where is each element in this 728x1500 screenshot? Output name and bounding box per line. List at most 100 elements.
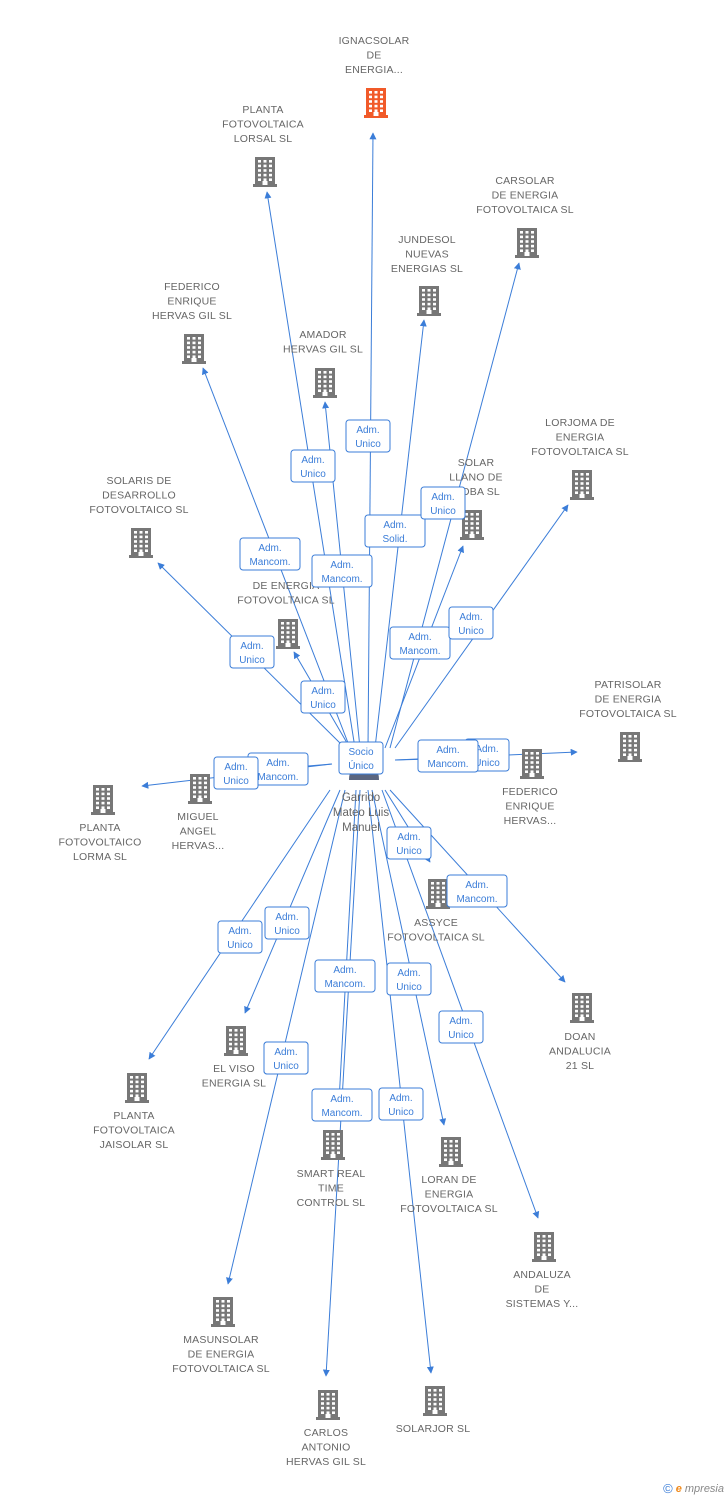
- company-node-federico2[interactable]: FEDERICO ENRIQUE HERVAS...: [502, 749, 558, 827]
- role-label[interactable]: Adm.Solid.: [364, 514, 426, 548]
- role-label[interactable]: Adm.Unico: [264, 906, 310, 940]
- company-label[interactable]: AMADOR: [299, 329, 347, 341]
- company-label[interactable]: ENRIQUE: [505, 801, 554, 813]
- company-label[interactable]: FOTOVOLTAICA SL: [387, 932, 485, 944]
- role-label[interactable]: Adm.Unico: [386, 826, 432, 860]
- company-label[interactable]: FOTOVOLTAICA SL: [579, 708, 677, 720]
- company-label[interactable]: ENERGIA: [556, 432, 605, 444]
- company-label[interactable]: FOTOVOLTAICA: [93, 1125, 175, 1137]
- company-node-jaisolar[interactable]: PLANTA FOTOVOLTAICA JAISOLAR SL: [93, 1073, 175, 1151]
- company-label[interactable]: LORAN DE: [421, 1174, 476, 1186]
- building-icon[interactable]: [182, 334, 206, 364]
- company-label[interactable]: JUNDESOL: [398, 234, 456, 246]
- company-label[interactable]: PLANTA: [79, 822, 120, 834]
- company-node-miguel[interactable]: MIGUELANGELHERVAS...: [172, 774, 225, 852]
- role-label[interactable]: Adm.Unico: [213, 756, 259, 790]
- company-label[interactable]: CARSOLAR: [495, 175, 555, 187]
- company-label[interactable]: FOTOVOLTAICA SL: [476, 204, 574, 216]
- building-icon[interactable]: [426, 879, 450, 909]
- company-label[interactable]: FOTOVOLTAICA SL: [172, 1363, 270, 1375]
- company-node-masunsolar[interactable]: MASUNSOLAR DE ENERGIA FOTOVOLTAICA SL: [172, 1297, 270, 1375]
- company-label[interactable]: IGNACSOLAR: [339, 35, 410, 47]
- building-icon[interactable]: [129, 528, 153, 558]
- company-label[interactable]: HERVAS...: [504, 815, 557, 827]
- company-label[interactable]: CARLOS: [304, 1427, 348, 1439]
- company-label[interactable]: PLANTA: [113, 1110, 154, 1122]
- building-icon[interactable]: [515, 228, 539, 258]
- company-label[interactable]: DE: [535, 1284, 550, 1296]
- company-label[interactable]: DE: [367, 50, 382, 62]
- role-label[interactable]: Adm.Unico: [290, 449, 336, 483]
- building-icon[interactable]: [618, 732, 642, 762]
- company-label[interactable]: HERVAS...: [172, 840, 225, 852]
- company-label[interactable]: HERVAS GIL SL: [283, 344, 363, 356]
- company-label[interactable]: MASUNSOLAR: [183, 1334, 259, 1346]
- company-label[interactable]: DOAN: [564, 1031, 595, 1043]
- building-icon[interactable]: [439, 1137, 463, 1167]
- role-label[interactable]: Adm.Unico: [448, 606, 494, 640]
- role-label[interactable]: Adm.Unico: [378, 1087, 424, 1121]
- company-label[interactable]: NUEVAS: [405, 249, 449, 261]
- building-icon[interactable]: [211, 1297, 235, 1327]
- role-label[interactable]: Adm.Unico: [300, 680, 346, 714]
- role-label[interactable]: Adm.Unico: [229, 635, 275, 669]
- role-label[interactable]: Adm.Mancom.: [389, 626, 451, 660]
- person-label[interactable]: Mateo Luis: [333, 807, 390, 819]
- company-label[interactable]: SISTEMAS Y...: [506, 1298, 579, 1310]
- role-label[interactable]: Adm.Mancom.: [311, 554, 373, 588]
- company-node-solarjor[interactable]: SOLARJOR SL: [396, 1386, 471, 1435]
- building-icon[interactable]: [570, 470, 594, 500]
- company-label[interactable]: DE ENERGIA: [595, 694, 662, 706]
- building-icon[interactable]: [520, 749, 544, 779]
- company-label[interactable]: ANTONIO: [301, 1442, 350, 1454]
- company-label[interactable]: SOLAR: [458, 457, 495, 469]
- company-label[interactable]: FEDERICO: [502, 786, 558, 798]
- company-label[interactable]: FOTOVOLTAICA SL: [400, 1203, 498, 1215]
- building-icon[interactable]: [417, 286, 441, 316]
- role-label[interactable]: Adm.Unico: [438, 1010, 484, 1044]
- building-icon[interactable]: [570, 993, 594, 1023]
- building-icon[interactable]: [316, 1390, 340, 1420]
- company-label[interactable]: ASSYCE: [414, 917, 458, 929]
- company-label[interactable]: SOLARIS DE: [106, 475, 171, 487]
- role-label[interactable]: Adm.Mancom.: [446, 874, 508, 908]
- person-label[interactable]: Garrido: [342, 792, 380, 804]
- company-label[interactable]: EL VISO: [213, 1063, 255, 1075]
- company-label[interactable]: TIME: [318, 1183, 344, 1195]
- building-icon[interactable]: [364, 88, 388, 118]
- person-label[interactable]: Manuel: [342, 822, 380, 834]
- role-label[interactable]: Adm.Unico: [263, 1041, 309, 1075]
- company-label[interactable]: ENERGIA...: [345, 64, 403, 76]
- company-label[interactable]: ANGEL: [180, 826, 217, 838]
- company-label[interactable]: LORJOMA DE: [545, 417, 615, 429]
- role-label[interactable]: Adm.Unico: [420, 486, 466, 520]
- role-label[interactable]: Adm.Mancom.: [239, 537, 301, 571]
- company-label[interactable]: HERVAS GIL SL: [286, 1456, 366, 1468]
- building-icon[interactable]: [276, 619, 300, 649]
- company-label[interactable]: JAISOLAR SL: [100, 1139, 169, 1151]
- building-icon[interactable]: [224, 1026, 248, 1056]
- building-icon[interactable]: [423, 1386, 447, 1416]
- role-label[interactable]: Adm.Mancom.: [417, 739, 479, 773]
- company-label[interactable]: DE ENERGIA: [188, 1349, 255, 1361]
- company-label[interactable]: SOLARJOR SL: [396, 1423, 471, 1435]
- company-label[interactable]: DESARROLLO: [102, 490, 176, 502]
- company-label[interactable]: SMART REAL: [297, 1168, 366, 1180]
- company-label[interactable]: ENRIQUE: [167, 296, 216, 308]
- building-icon[interactable]: [91, 785, 115, 815]
- company-node-amador[interactable]: AMADOR HERVAS GIL SL: [283, 329, 363, 398]
- company-label[interactable]: DE ENERGIA: [253, 580, 320, 592]
- building-icon[interactable]: [125, 1073, 149, 1103]
